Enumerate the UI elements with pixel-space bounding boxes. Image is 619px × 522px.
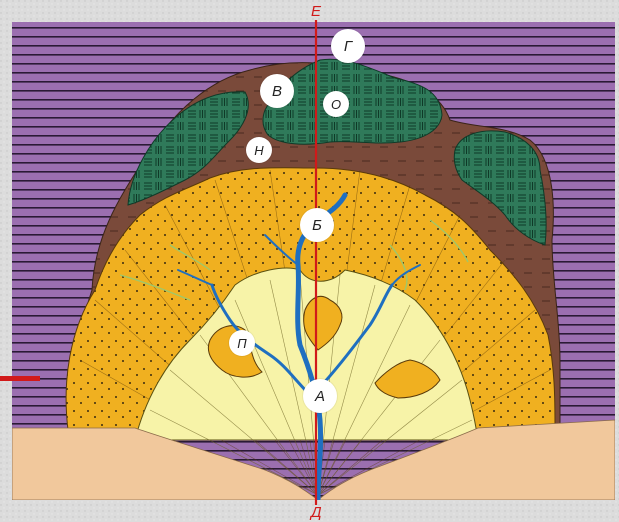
marker-b: Б bbox=[300, 208, 334, 242]
marker-p: П bbox=[229, 330, 255, 356]
axis-bottom-label: Д bbox=[311, 505, 322, 520]
marker-o: О bbox=[323, 91, 349, 117]
marker-a: А bbox=[303, 379, 337, 413]
marker-n: Н bbox=[246, 137, 272, 163]
axis-top-label: Е bbox=[311, 4, 321, 19]
marker-g: Г bbox=[331, 29, 365, 63]
left-indicator bbox=[0, 376, 40, 381]
marker-v: В bbox=[260, 74, 294, 108]
